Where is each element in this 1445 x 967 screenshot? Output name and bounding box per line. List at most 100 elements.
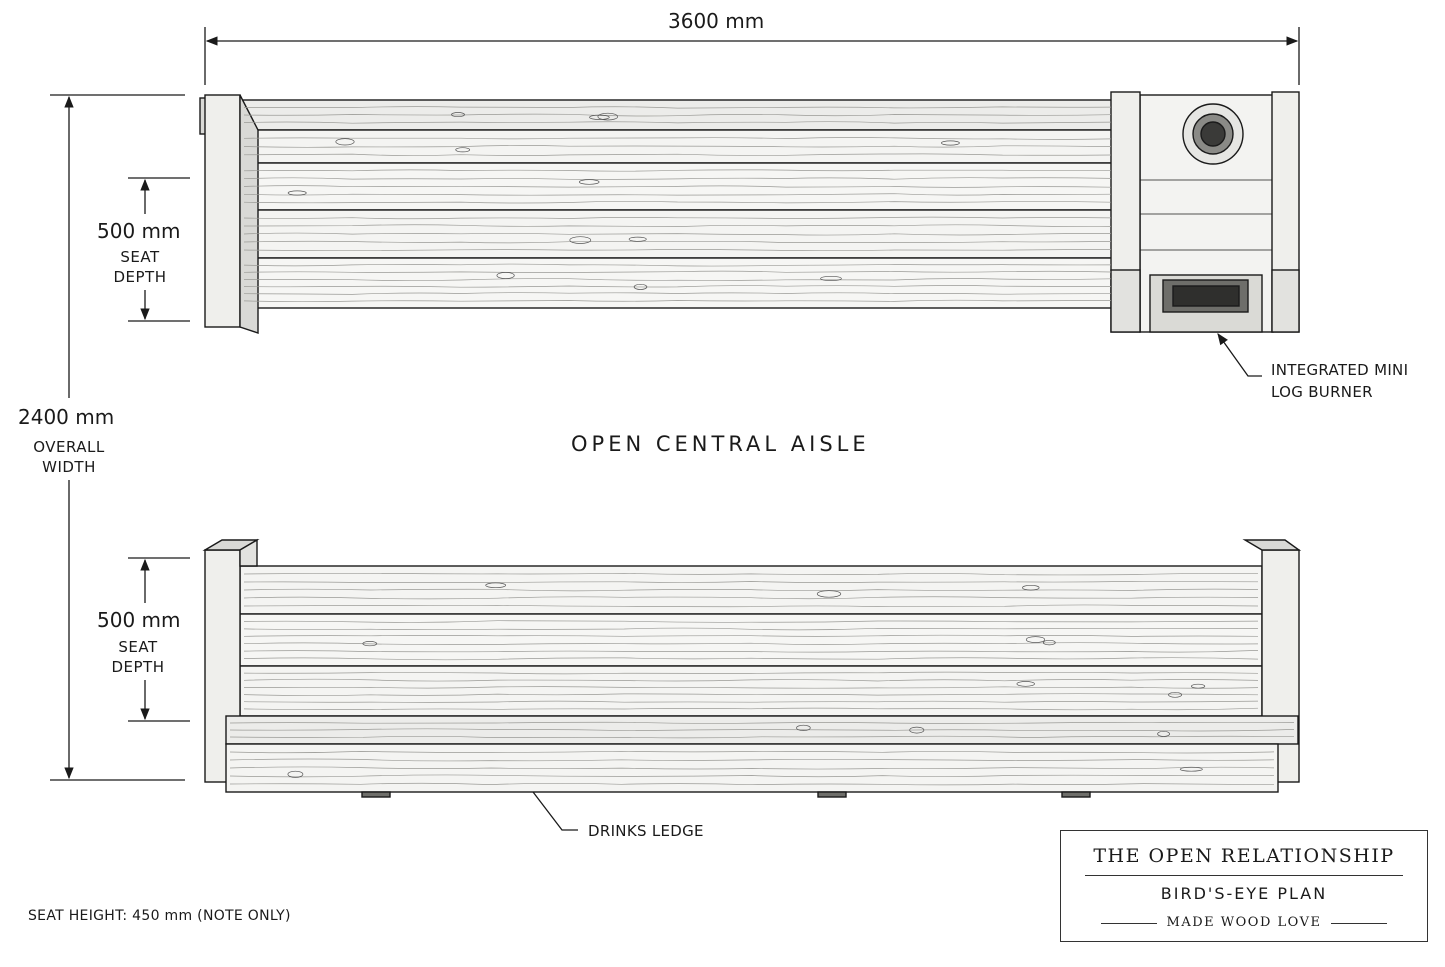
grain-line	[243, 604, 1259, 608]
grain-line	[229, 721, 1295, 724]
grain-line	[243, 620, 1259, 623]
wood-knot	[335, 138, 355, 146]
overall-length-label: 3600 mm	[668, 9, 765, 33]
burner-housing-left-block	[1110, 269, 1141, 333]
wood-knot	[816, 590, 842, 598]
overall-width-caption-1: OVERALL	[33, 438, 105, 456]
bottom-bench-right-post-top	[1242, 539, 1302, 551]
wood-knot	[578, 179, 600, 185]
ledge-bracket	[817, 791, 847, 798]
grain-line	[243, 292, 1112, 295]
grain-line	[243, 299, 1112, 303]
overall-width-value: 2400 mm	[18, 405, 115, 429]
log-burner-leader	[1217, 333, 1262, 377]
wood-knot	[1025, 636, 1046, 643]
title-block-project: THE OPEN RELATIONSHIP	[1093, 845, 1395, 867]
grain-line	[243, 700, 1259, 703]
wood-knot	[569, 236, 592, 244]
bottom-seat-depth-caption-1: SEAT	[118, 638, 158, 656]
grain-line	[229, 750, 1275, 754]
grain-line	[229, 774, 1275, 778]
grain-line	[243, 113, 1112, 117]
wood-knot	[287, 770, 304, 778]
overall-width-caption-2: WIDTH	[42, 458, 96, 476]
grain-line	[243, 634, 1259, 637]
bottom-bench	[202, 538, 1302, 798]
log-burner-callout-line-1: INTEGRATED MINI	[1271, 361, 1409, 379]
grain-line	[243, 185, 1112, 188]
grain-line	[243, 137, 1112, 140]
grain-line	[243, 642, 1259, 646]
grain-line	[229, 728, 1295, 732]
grain-line	[243, 216, 1112, 220]
grain-line	[243, 707, 1259, 711]
grain-line	[243, 106, 1112, 109]
wood-knot	[485, 582, 507, 589]
top-bench-left-post-bevel	[239, 94, 259, 334]
top-seat-depth-caption-2: DEPTH	[113, 268, 167, 286]
wood-knot	[1157, 730, 1170, 737]
grain-line	[243, 678, 1259, 682]
grain-line	[243, 240, 1112, 244]
ledge-bracket	[361, 791, 391, 798]
bottom-seat-depth-value: 500 mm	[97, 608, 181, 632]
grain-line	[243, 581, 1259, 584]
grain-line	[243, 193, 1112, 196]
wood-knot	[633, 283, 648, 290]
wood-knot	[909, 726, 925, 734]
stove-door-glass	[1172, 285, 1240, 307]
top-bench-left-post	[204, 94, 241, 328]
grain-line	[229, 735, 1295, 739]
wood-knot	[287, 190, 307, 196]
bottom-bench-plank	[239, 665, 1263, 717]
grain-line	[229, 782, 1275, 786]
burner-housing-right-block	[1271, 269, 1300, 333]
dimension-lines	[50, 27, 1300, 831]
wood-knot	[1179, 766, 1203, 772]
grain-line	[243, 270, 1112, 273]
grain-line	[229, 766, 1275, 770]
grain-line	[243, 200, 1112, 204]
grain-line	[243, 650, 1259, 653]
grain-line	[243, 657, 1259, 661]
wood-knot	[1042, 639, 1056, 646]
title-block: THE OPEN RELATIONSHIP BIRD'S-EYE PLAN MA…	[1060, 830, 1428, 942]
drinks-ledge-top	[225, 715, 1299, 745]
aisle-label: OPEN CENTRAL AISLE	[571, 432, 870, 456]
grain-line	[243, 627, 1259, 631]
wood-knot	[1191, 683, 1206, 689]
grain-line	[243, 588, 1259, 592]
top-bench	[199, 91, 1300, 334]
wood-knot	[451, 112, 465, 118]
wood-knot	[941, 140, 960, 146]
title-block-rule	[1085, 875, 1403, 876]
seat-height-note: SEAT HEIGHT: 450 mm (NOTE ONLY)	[28, 908, 291, 924]
grain-line	[243, 153, 1112, 156]
grain-line	[243, 596, 1259, 600]
wood-grain	[229, 106, 1295, 786]
grain-line	[243, 232, 1112, 236]
log-burner-callout-line-2: LOG BURNER	[1271, 383, 1373, 401]
flue-pipe-bore	[1200, 121, 1226, 147]
top-seat-depth-value: 500 mm	[97, 219, 181, 243]
wood-knot	[1022, 584, 1040, 591]
title-block-maker: MADE WOOD LOVE	[1166, 915, 1322, 930]
wood-knot	[1168, 691, 1183, 698]
grain-line	[243, 263, 1112, 267]
grain-line	[243, 224, 1112, 227]
title-block-dash-right	[1331, 923, 1387, 924]
wood-knot	[362, 641, 378, 647]
wood-knot	[496, 272, 515, 279]
grain-line	[243, 671, 1259, 675]
grain-line	[243, 278, 1112, 281]
grain-line	[243, 177, 1112, 180]
wood-knot	[597, 112, 619, 121]
grain-line	[243, 249, 1112, 252]
bottom-bench-left-post-bevel	[239, 538, 258, 567]
grain-line	[243, 169, 1112, 172]
wood-knot	[796, 724, 811, 731]
title-block-drawing: BIRD'S-EYE PLAN	[1160, 884, 1328, 903]
grain-line	[243, 693, 1259, 696]
